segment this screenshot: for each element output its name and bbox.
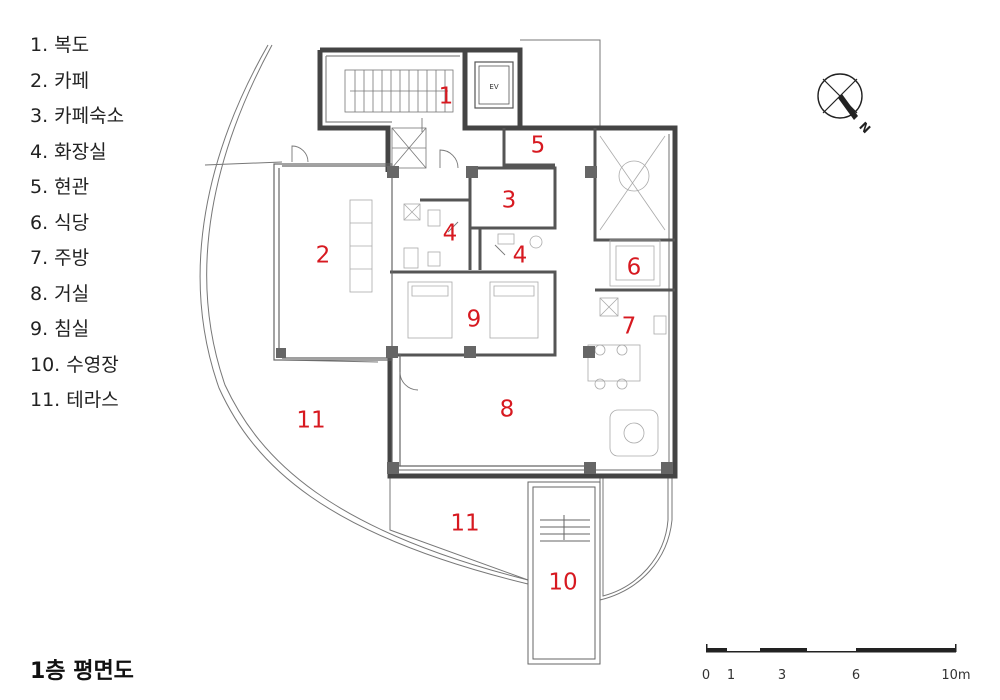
legend-item: 7. 주방 [30,247,90,269]
scale-label: 1 [727,668,735,683]
legend-item: 8. 거실 [30,282,90,305]
doors [291,118,506,391]
legend-item: 6. 식당 [30,211,90,234]
exterior-walls [317,47,678,479]
exterior-walls-inner [325,55,670,471]
room-label-2: 2 [316,243,331,269]
drawing-title: 1층 평면도 [30,659,134,684]
legend-item: 3. 카페숙소 [30,105,125,127]
legend-item: 9. 침실 [30,318,90,340]
elevator [474,61,514,109]
scale-bar [706,644,957,653]
room-label-3: 3 [502,188,517,214]
legend-item: 11. 테라스 [30,389,119,411]
legend-item: 4. 화장실 [30,140,107,163]
room-label-11: 11 [450,511,479,537]
columns [276,166,673,474]
scale-label: 6 [852,668,860,683]
room-label-10: 10 [548,570,577,596]
room-label-4: 4 [443,221,458,247]
room-label-7: 7 [622,314,637,340]
north-label: N [856,119,873,136]
room-label-11: 11 [296,408,325,434]
room-label-8: 8 [500,397,515,423]
legend-item: 10. 수영장 [30,353,119,376]
legend-item: 5. 현관 [30,176,90,198]
room-label-4: 4 [513,243,528,269]
legend: 1. 복도 2. 카페 3. 카페숙소 4. 화장실 5. 현관 6. 식당 7… [30,28,124,419]
scale-label: 3 [778,668,786,683]
elevator-label: EV [489,83,498,91]
north-arrow-icon [817,73,863,120]
terrace-outline [199,39,673,601]
room-label-6: 6 [627,255,642,281]
room-label-5: 5 [531,133,546,159]
legend-item: 2. 카페 [30,69,90,92]
room-label-1: 1 [439,84,454,110]
scale-label: 10m [941,668,970,683]
pool [527,481,601,665]
scale-label: 0 [702,668,710,683]
legend-item: 1. 복도 [30,34,90,56]
stair [344,69,454,169]
room-label-9: 9 [467,307,482,333]
